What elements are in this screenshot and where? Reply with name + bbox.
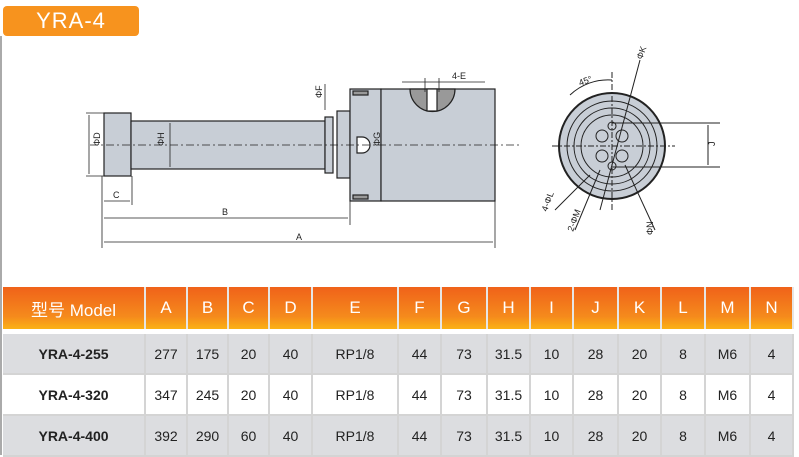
value-cell: 40	[269, 331, 313, 375]
value-cell: 10	[530, 331, 574, 375]
spec-table: 型号 Model A B C D E F G H I J K L M N YRA…	[3, 287, 794, 457]
value-cell: 28	[573, 331, 619, 375]
col-header: E	[312, 287, 399, 334]
label-H: ΦH	[156, 132, 166, 146]
label-K: ΦK	[634, 45, 648, 61]
col-header: I	[530, 287, 574, 334]
value-cell: 73	[441, 331, 488, 375]
cylinder-end-cap	[103, 112, 132, 177]
value-cell: 8	[661, 331, 706, 375]
col-header: 型号 Model	[3, 287, 146, 334]
value-cell: 40	[269, 374, 313, 416]
value-cell: 44	[398, 331, 442, 375]
label-C: C	[113, 190, 120, 200]
col-header: H	[487, 287, 531, 334]
value-cell: 60	[228, 415, 270, 457]
table-header-row: 型号 Model A B C D E F G H I J K L M N	[3, 287, 794, 334]
col-header: L	[661, 287, 706, 334]
value-cell: 245	[187, 374, 229, 416]
value-cell: 4	[750, 374, 794, 416]
value-cell: 31.5	[487, 374, 531, 416]
label-B: B	[222, 207, 228, 217]
value-cell: 392	[145, 415, 188, 457]
col-header: K	[618, 287, 662, 334]
value-cell: 20	[228, 374, 270, 416]
value-cell: 73	[441, 415, 488, 457]
value-cell: 8	[661, 415, 706, 457]
value-cell: 20	[228, 331, 270, 375]
value-cell: RP1/8	[312, 331, 399, 375]
value-cell: 31.5	[487, 331, 531, 375]
value-cell: 4	[750, 331, 794, 375]
flange	[336, 110, 351, 179]
model-title-badge: YRA-4	[3, 6, 139, 36]
label-G: ΦG	[372, 132, 382, 146]
value-cell: 4	[750, 415, 794, 457]
model-cell: YRA-4-320	[3, 374, 146, 416]
page-border	[0, 36, 2, 455]
label-L: 4-ΦL	[539, 190, 555, 212]
value-cell: 290	[187, 415, 229, 457]
value-cell: 175	[187, 331, 229, 375]
value-cell: 44	[398, 374, 442, 416]
value-cell: 73	[441, 374, 488, 416]
col-header: N	[750, 287, 794, 334]
col-header: C	[228, 287, 270, 334]
col-header: D	[269, 287, 313, 334]
col-header: J	[573, 287, 619, 334]
value-cell: M6	[705, 374, 751, 416]
technical-drawing: ΦD ΦH ΦF ΦG 4-E C B A 45° ΦK J 4-ΦL 2-ΦM…	[86, 45, 720, 248]
value-cell: 10	[530, 374, 574, 416]
value-cell: 31.5	[487, 415, 531, 457]
label-M: 2-ΦM	[565, 208, 582, 233]
col-header: A	[145, 287, 188, 334]
col-header: B	[187, 287, 229, 334]
value-cell: RP1/8	[312, 374, 399, 416]
value-cell: M6	[705, 331, 751, 375]
label-D: ΦD	[92, 132, 102, 146]
value-cell: 28	[573, 374, 619, 416]
value-cell: 44	[398, 415, 442, 457]
value-cell: 20	[618, 331, 662, 375]
value-cell: 40	[269, 415, 313, 457]
label-F: ΦF	[314, 85, 324, 98]
col-header: F	[398, 287, 442, 334]
label-angle: 45°	[577, 74, 594, 88]
model-cell: YRA-4-400	[3, 415, 146, 457]
value-cell: 277	[145, 331, 188, 375]
label-J: J	[707, 142, 717, 147]
piston-rod	[130, 120, 326, 170]
col-header: M	[705, 287, 751, 334]
value-cell: RP1/8	[312, 415, 399, 457]
value-cell: 28	[573, 415, 619, 457]
label-A: A	[296, 232, 302, 242]
value-cell: M6	[705, 415, 751, 457]
value-cell: 20	[618, 415, 662, 457]
model-cell: YRA-4-255	[3, 331, 146, 375]
value-cell: 8	[661, 374, 706, 416]
label-E: 4-E	[452, 71, 466, 81]
value-cell: 10	[530, 415, 574, 457]
value-cell: 20	[618, 374, 662, 416]
value-cell: 347	[145, 374, 188, 416]
end-view	[552, 59, 720, 231]
label-N: ΦN	[645, 221, 655, 235]
col-header: G	[441, 287, 488, 334]
